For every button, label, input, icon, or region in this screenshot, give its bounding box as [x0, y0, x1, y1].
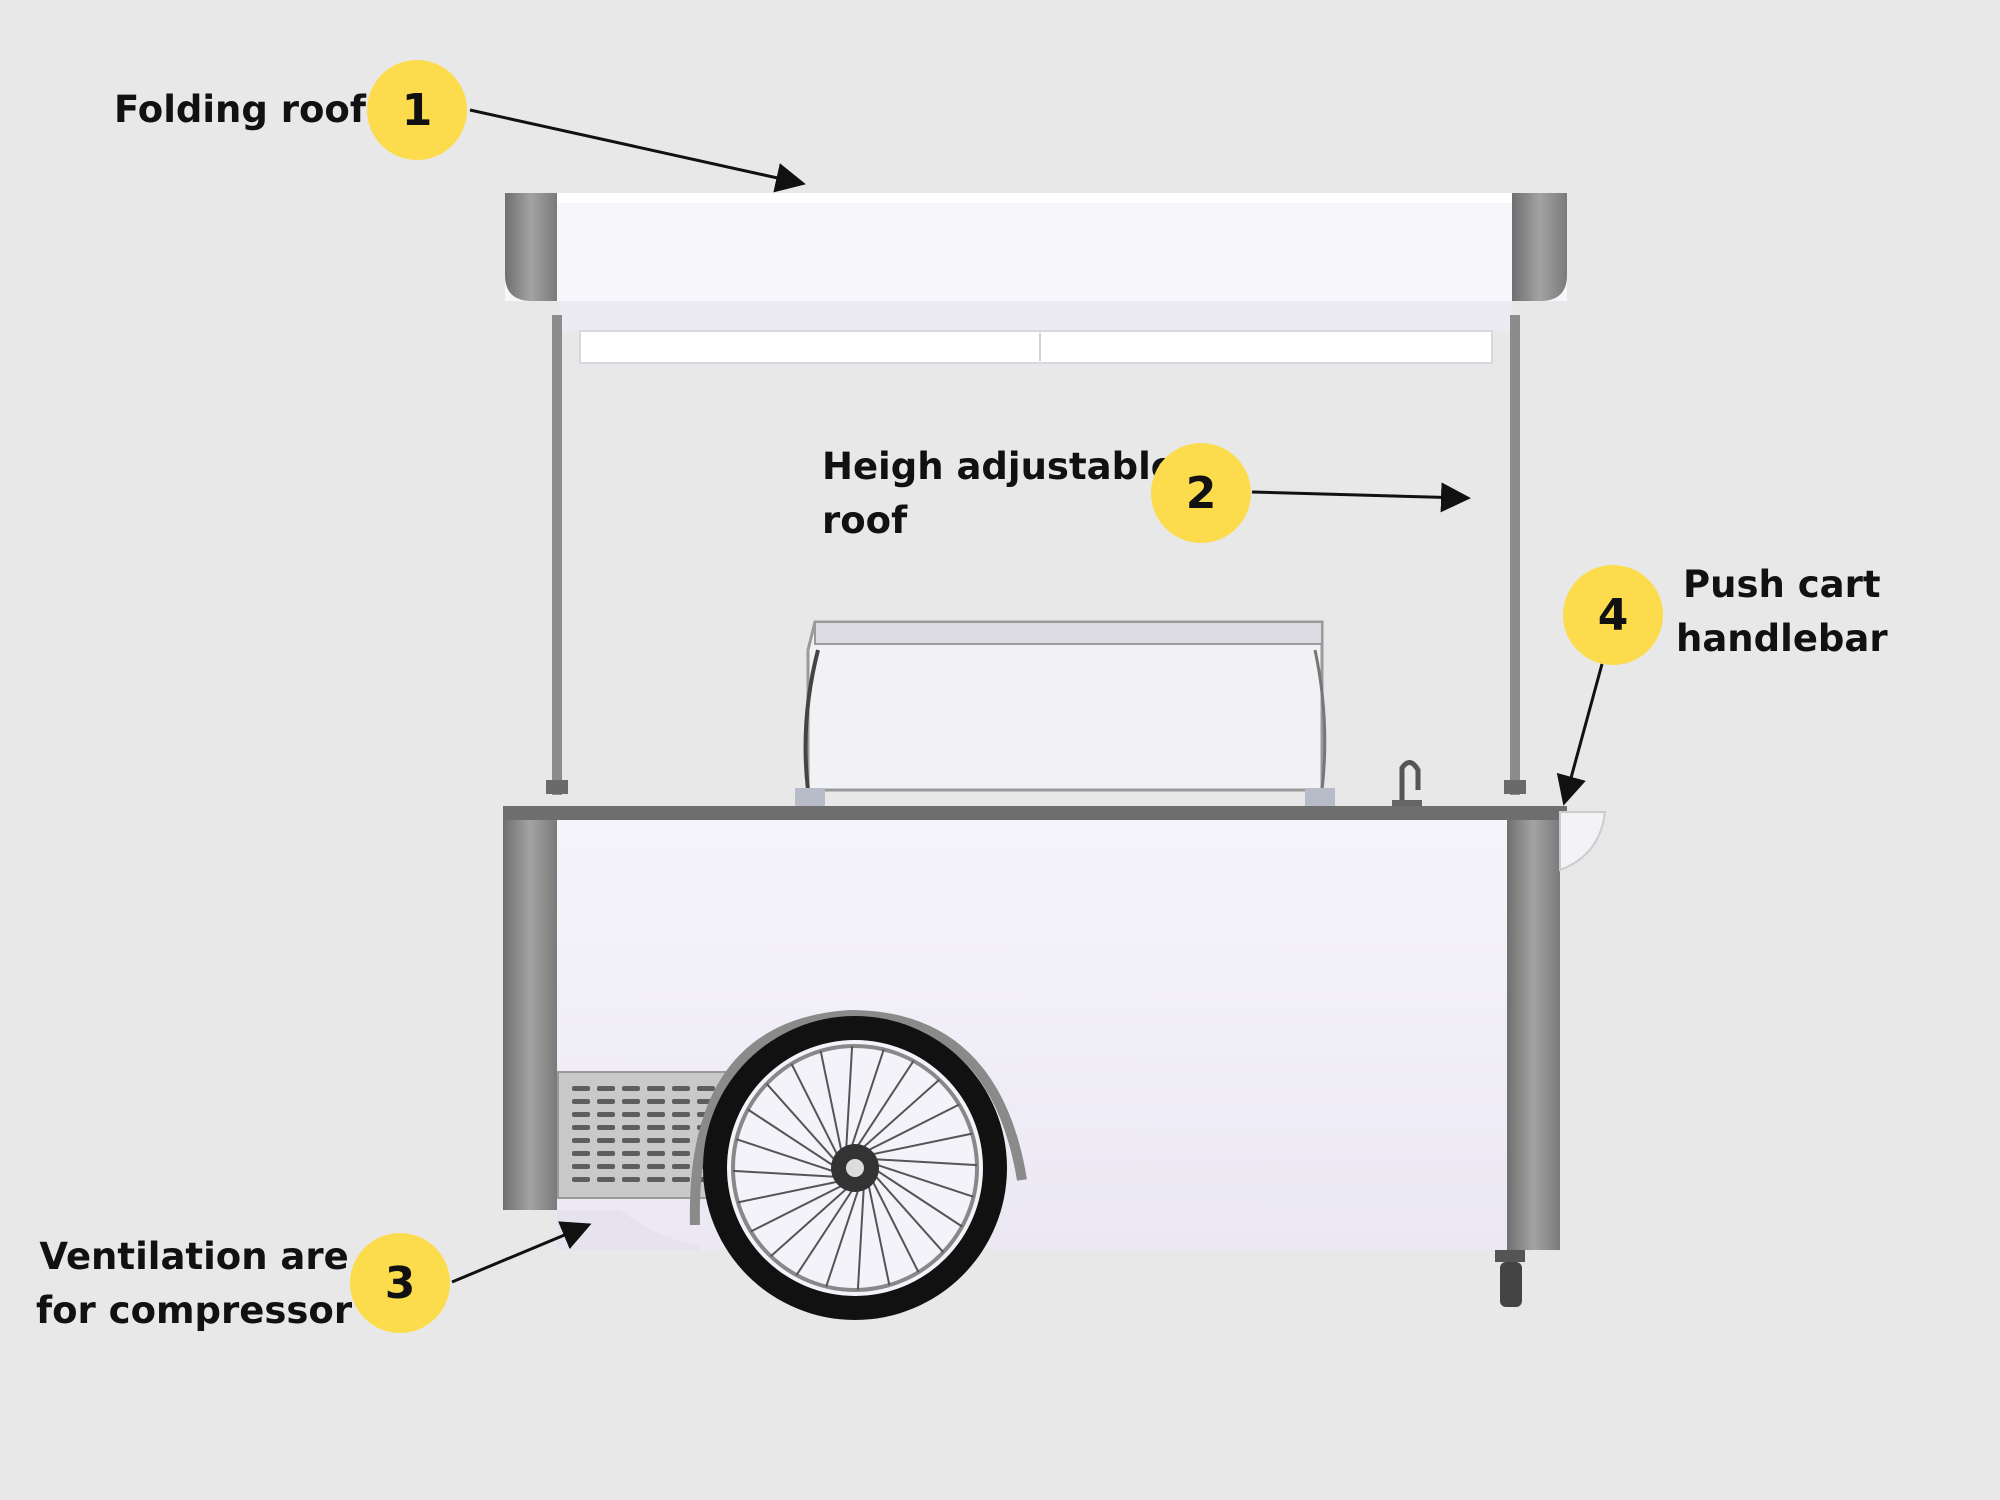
- roof-pole: [546, 315, 1526, 795]
- wheel-spoke: [849, 1049, 885, 1151]
- grille-slot: [672, 1099, 690, 1104]
- grille-slot: [572, 1138, 590, 1143]
- grille-slot: [622, 1086, 640, 1091]
- grille-slot: [647, 1112, 665, 1117]
- callout-4-line-1: Push cart: [1683, 563, 1881, 606]
- wheel-spoke: [867, 1132, 973, 1157]
- callout-1-badge: 1: [367, 60, 467, 160]
- grille-slot: [647, 1086, 665, 1091]
- grille-slot: [597, 1138, 615, 1143]
- grille-slot: [597, 1177, 615, 1182]
- wheel: [703, 1016, 1007, 1320]
- grille-slot: [647, 1099, 665, 1104]
- callout-2-line-2: roof: [822, 499, 908, 542]
- grille-slot: [597, 1125, 615, 1130]
- wheel-spoke: [856, 1183, 865, 1291]
- leader-arrows: [451, 108, 1604, 1284]
- folding-roof: [505, 193, 1567, 364]
- wheel-spoke: [790, 1063, 841, 1160]
- grille-slot: [572, 1177, 590, 1182]
- callout-2-label: Heigh adjustable roof: [822, 440, 1176, 548]
- callout-3-line-1: Ventilation are: [39, 1235, 349, 1278]
- grille-slot: [572, 1112, 590, 1117]
- grille-slot: [572, 1125, 590, 1130]
- grille-slot: [572, 1151, 590, 1156]
- wheel-spoke: [870, 1158, 978, 1167]
- grille-slot: [672, 1138, 690, 1143]
- callout-1-label: Folding roof: [114, 83, 366, 137]
- wheel-spoke: [866, 1180, 891, 1286]
- grille-slot: [647, 1164, 665, 1169]
- callout-3-label: Ventilation are for compressor: [36, 1230, 352, 1338]
- arrow-handlebar: [1556, 663, 1604, 806]
- wheel-spoke: [845, 1045, 854, 1153]
- callout-3-badge: 3: [350, 1233, 450, 1333]
- wheel-spoke: [765, 1083, 839, 1165]
- wheel-spoke: [736, 1138, 838, 1174]
- grille-slot: [672, 1151, 690, 1156]
- grille-slot: [672, 1177, 690, 1182]
- grille-slot: [622, 1099, 640, 1104]
- grille-slot: [647, 1177, 665, 1182]
- wheel-spoke: [854, 1060, 915, 1151]
- wheel-spoke: [871, 1171, 945, 1253]
- callout-2-line-1: Heigh adjustable: [822, 445, 1176, 488]
- grille-slot: [572, 1164, 590, 1169]
- wheel-spoke: [863, 1103, 960, 1154]
- grille-slot: [622, 1138, 640, 1143]
- wheel-spoke: [819, 1050, 844, 1156]
- grille-slot: [622, 1177, 640, 1182]
- grille-slot: [672, 1112, 690, 1117]
- wheel-spoke: [872, 1167, 963, 1228]
- grille-slot: [597, 1164, 615, 1169]
- grille-slot: [597, 1112, 615, 1117]
- castor-wheel: [1495, 1250, 1525, 1307]
- wheel-spoke: [747, 1108, 838, 1169]
- mudguard: [689, 1009, 1027, 1226]
- grille-slot: [572, 1099, 590, 1104]
- display-case: [795, 620, 1335, 808]
- arrow-roof-pole: [1251, 482, 1471, 513]
- grille-slot: [622, 1112, 640, 1117]
- grille-slot: [622, 1151, 640, 1156]
- grille-slot: [647, 1138, 665, 1143]
- grille-slot: [622, 1164, 640, 1169]
- wheel-spoke: [872, 1162, 974, 1198]
- wheel-spoke: [795, 1185, 856, 1276]
- callout-2-badge: 2: [1151, 443, 1251, 543]
- grille-slot: [622, 1125, 640, 1130]
- arrow-ventilation: [451, 1221, 592, 1284]
- grille-slot: [647, 1125, 665, 1130]
- grille-slot: [672, 1086, 690, 1091]
- callout-1-line-1: Folding roof: [114, 88, 366, 131]
- callout-3-line-2: for compressor: [36, 1289, 353, 1332]
- wheel-spoke: [770, 1184, 852, 1258]
- handlebar: [1559, 811, 1607, 872]
- callout-4-label: Push cart handlebar: [1676, 558, 1888, 666]
- grille-slot: [597, 1151, 615, 1156]
- wheel-spoke: [869, 1176, 920, 1273]
- grille-slot: [597, 1086, 615, 1091]
- grille-slot: [597, 1099, 615, 1104]
- wheel-spoke: [732, 1169, 840, 1178]
- wheel-spoke: [825, 1185, 861, 1287]
- callout-4-line-2: handlebar: [1676, 617, 1888, 660]
- grille-slot: [647, 1151, 665, 1156]
- wheel-spoke: [737, 1179, 843, 1204]
- grille-slot: [672, 1125, 690, 1130]
- grille-slot: [572, 1086, 590, 1091]
- wheel-spoke: [858, 1078, 940, 1152]
- counter-top: [503, 806, 1567, 820]
- callout-4-badge: 4: [1563, 565, 1663, 665]
- arrow-folding-roof: [469, 108, 806, 193]
- wheel-spoke: [750, 1182, 847, 1233]
- grille-slot: [697, 1086, 715, 1091]
- grille-slot: [672, 1164, 690, 1169]
- faucet: [1392, 760, 1422, 810]
